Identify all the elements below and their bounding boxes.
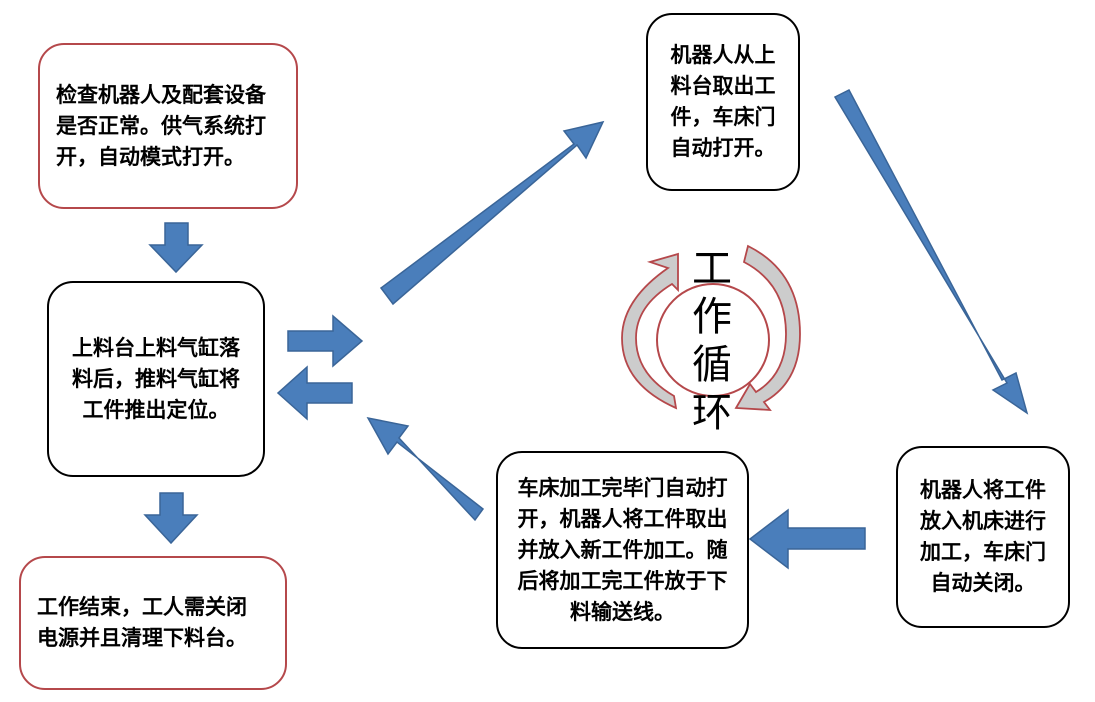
node-load-text: 机器人将工件放入机床进行加工，车床门自动关闭。 <box>920 478 1046 595</box>
cycle-ring-graphic <box>621 244 801 412</box>
cycle-label-char-2: 作 <box>692 294 732 340</box>
node-robot-load: 机器人将工件放入机床进行加工，车床门自动关闭。 <box>896 446 1070 628</box>
node-end-text: 工作结束，工人需关闭电源并且清理下料台。 <box>37 595 247 650</box>
arrow-right-feed-out <box>287 314 364 368</box>
cycle-label-char-4: 环 <box>692 390 732 436</box>
node-check-text: 检查机器人及配套设备是否正常。供气系统打开，自动模式打开。 <box>56 82 266 169</box>
cycle-arrow-left <box>621 252 679 410</box>
node-feed-text: 上料台上料气缸落料后，推料气缸将工件推出定位。 <box>72 335 240 422</box>
node-work-end: 工作结束，工人需关闭电源并且清理下料台。 <box>19 556 287 690</box>
node-robot-pick: 机器人从上料台取出工件，车床门自动打开。 <box>646 13 800 191</box>
cycle-label-char-1: 工 <box>692 246 732 292</box>
arrow-down-check-to-feed <box>148 222 204 274</box>
node-swap-text: 车床加工完毕门自动打开，机器人将工件取出并放入新工件加工。随后将加工完工件放于下… <box>517 475 728 624</box>
cycle-arrow-right <box>734 244 801 412</box>
arrow-down-feed-to-end <box>143 492 199 545</box>
cycle-label-char-3: 循 <box>692 342 732 388</box>
node-check-equipment: 检查机器人及配套设备是否正常。供气系统打开，自动模式打开。 <box>38 43 298 209</box>
arrow-diagonal-to-pick <box>379 120 605 306</box>
node-lathe-swap: 车床加工完毕门自动打开，机器人将工件取出并放入新工件加工。随后将加工完工件放于下… <box>496 451 749 649</box>
arrow-diagonal-pick-to-load <box>833 89 1029 415</box>
cycle-inner-ring <box>656 283 770 397</box>
arrow-diagonal-swap-to-feed <box>366 416 485 522</box>
node-feed-positioning: 上料台上料气缸落料后，推料气缸将工件推出定位。 <box>47 281 265 477</box>
node-pick-text: 机器人从上料台取出工件，车床门自动打开。 <box>670 43 776 160</box>
arrow-left-return-to-feed <box>276 365 353 421</box>
arrow-left-load-to-swap <box>748 508 866 570</box>
